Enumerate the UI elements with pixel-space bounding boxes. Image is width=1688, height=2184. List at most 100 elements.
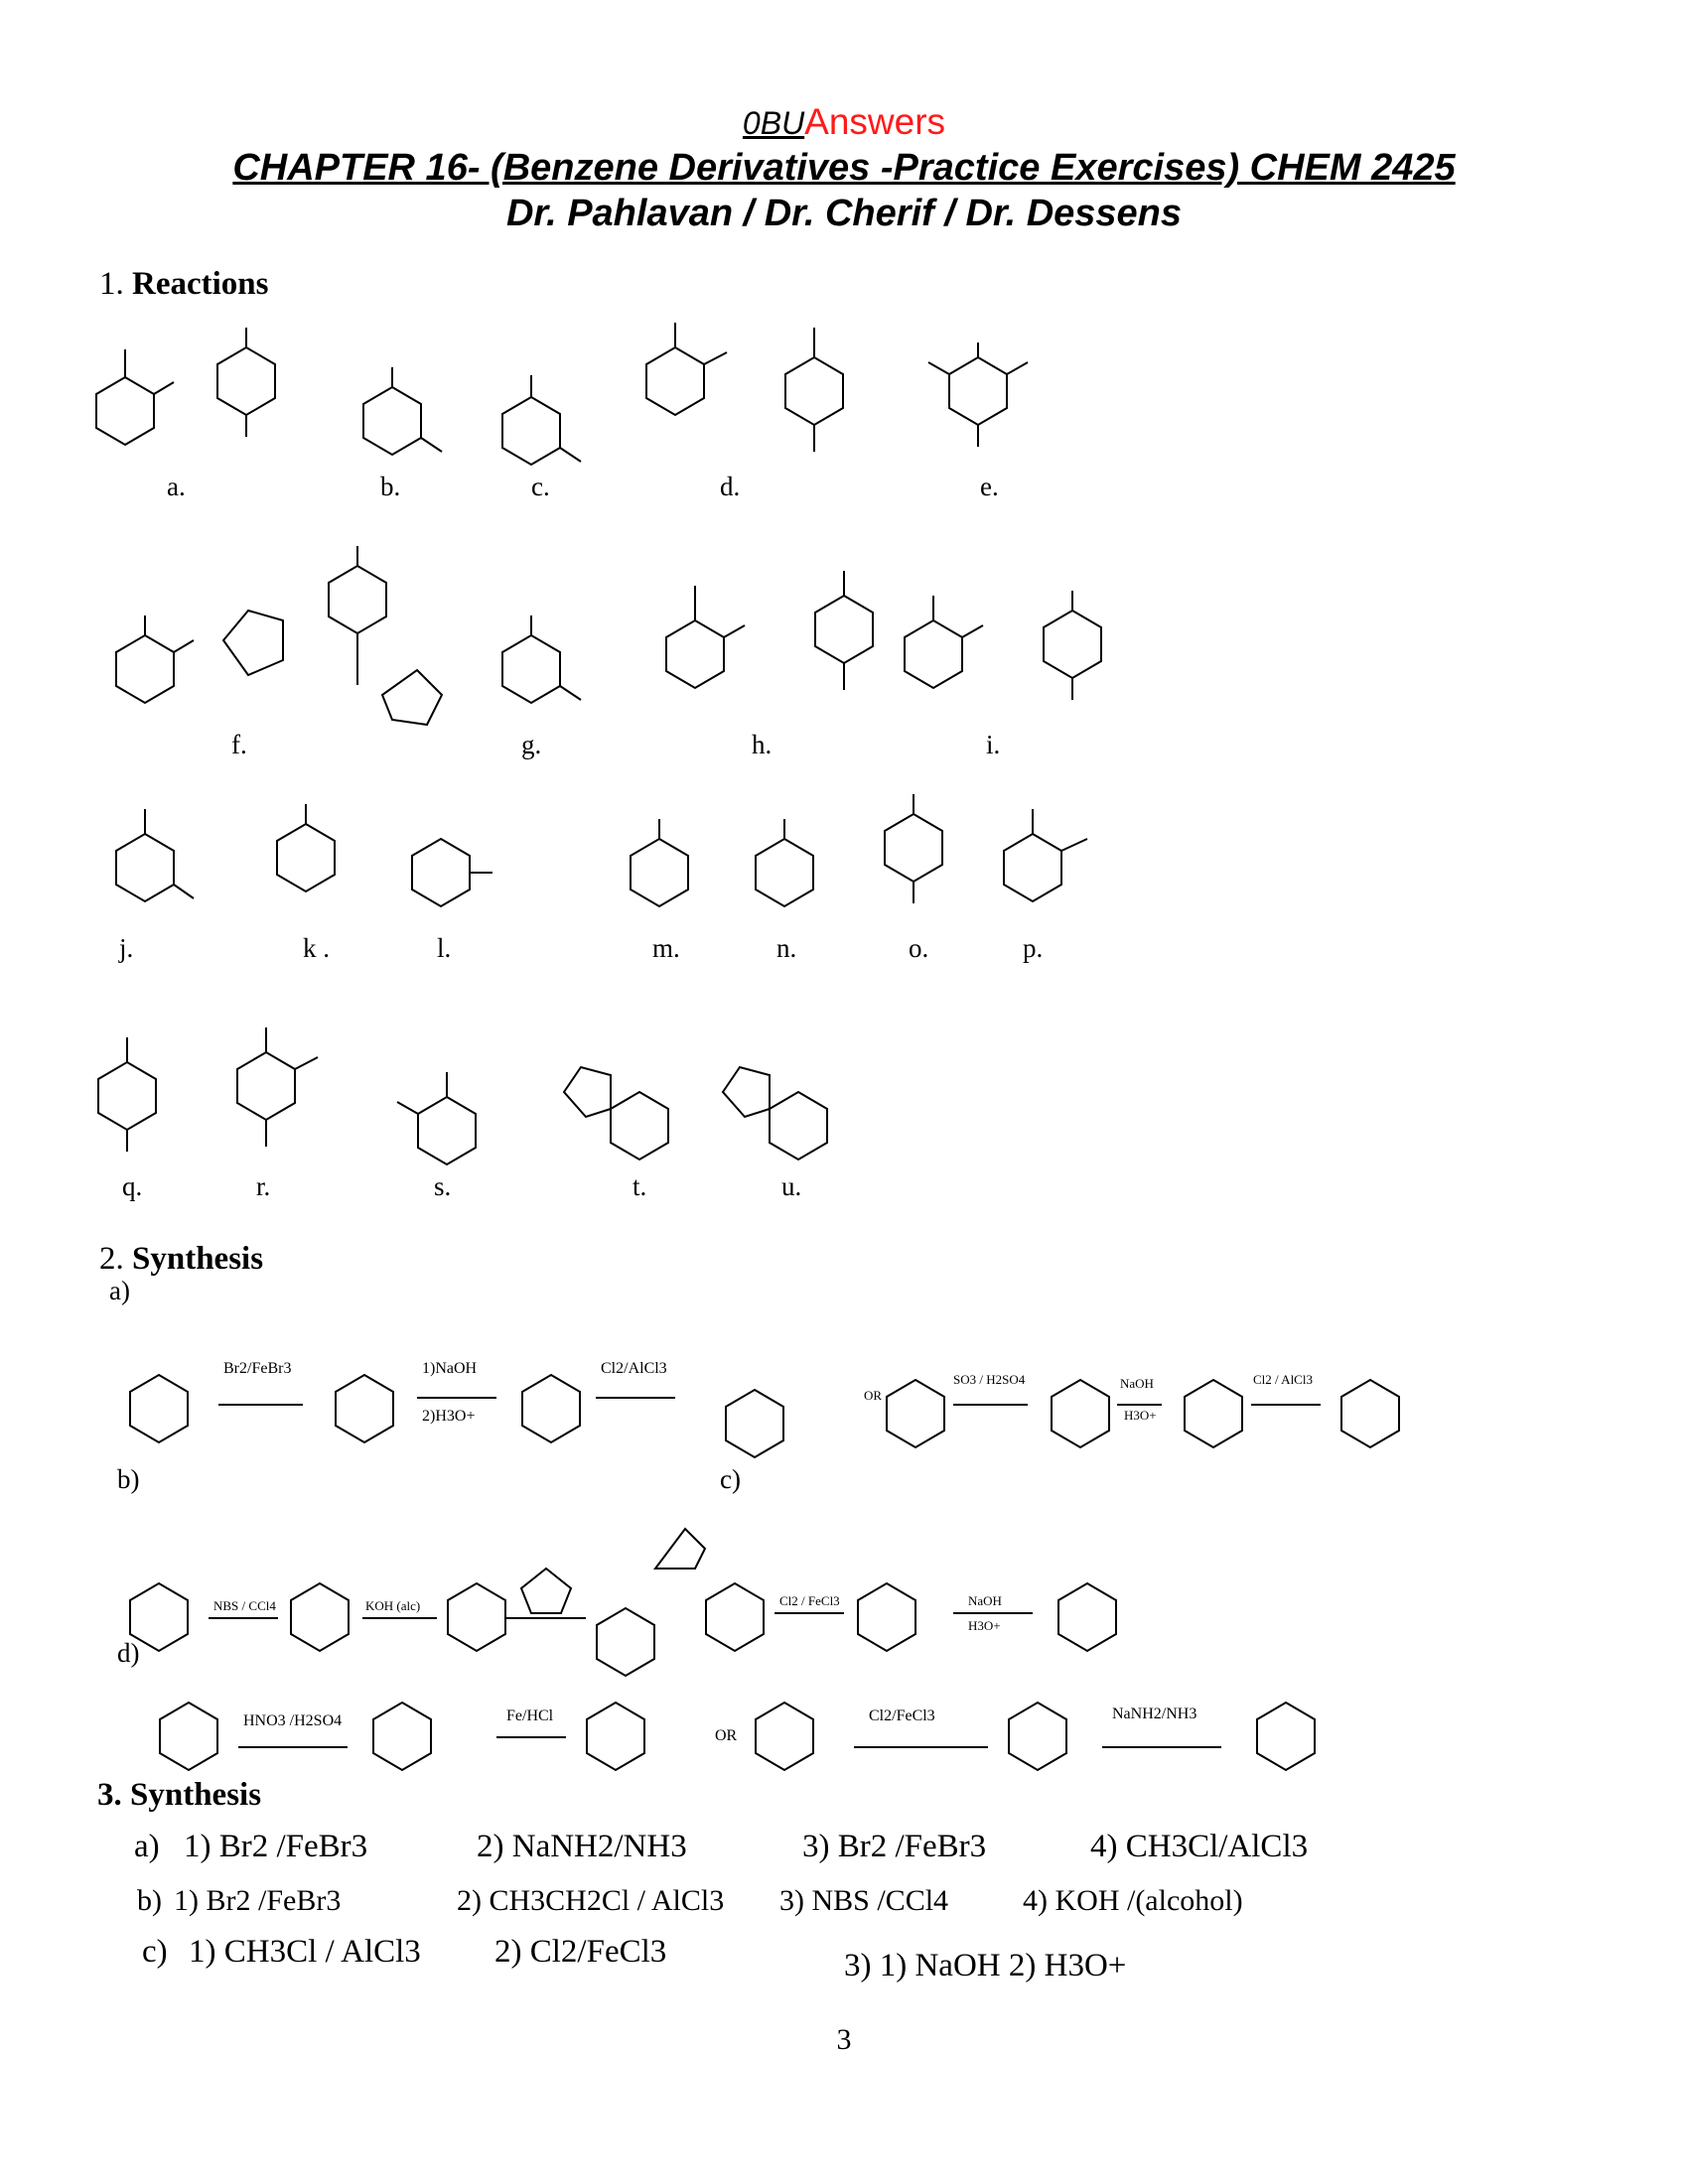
item-label-h: h. bbox=[752, 730, 773, 759]
benzene-ring bbox=[236, 1050, 296, 1122]
cyclopentane-ring bbox=[221, 609, 284, 677]
item-label-d: d. bbox=[720, 472, 741, 501]
benzene-ring bbox=[417, 1095, 477, 1166]
source-line: 0BUAnswers bbox=[0, 101, 1688, 144]
synthesis-b-step-4: 4) KOH /(alcohol) bbox=[1023, 1884, 1243, 1917]
benzene-ring bbox=[1184, 1378, 1243, 1449]
cyclopentane-ring bbox=[721, 1065, 771, 1119]
benzene-ring bbox=[362, 385, 422, 457]
part-label-c: c) bbox=[720, 1464, 741, 1494]
benzene-ring bbox=[1057, 1581, 1117, 1653]
benzene-ring bbox=[904, 618, 963, 690]
benzene-ring bbox=[755, 837, 814, 908]
part-label-b: b) bbox=[117, 1464, 140, 1494]
item-label-o: o. bbox=[909, 933, 929, 963]
cyclopentane-ring bbox=[380, 668, 444, 727]
item-label-u: u. bbox=[781, 1171, 802, 1201]
benzene-ring bbox=[411, 837, 471, 908]
item-label-c: c. bbox=[531, 472, 550, 501]
benzene-ring bbox=[501, 633, 561, 705]
synthesis-c-step-2: 2) Cl2/FeCl3 bbox=[494, 1934, 667, 1970]
bicyclic-ring bbox=[653, 1527, 707, 1570]
benzene-ring bbox=[1043, 609, 1102, 680]
reagent-d1: HNO3 /H2SO4 bbox=[243, 1712, 343, 1729]
page-title: CHAPTER 16- (Benzene Derivatives -Practi… bbox=[232, 147, 1456, 189]
synthesis-a-step-2: 2) NaNH2/NH3 bbox=[477, 1829, 687, 1864]
benzene-ring bbox=[755, 1701, 814, 1772]
item-label-l: l. bbox=[437, 933, 452, 963]
benzene-ring bbox=[335, 1373, 394, 1444]
benzene-ring bbox=[1051, 1378, 1110, 1449]
page-authors: Dr. Pahlavan / Dr. Cherif / Dr. Dessens bbox=[505, 193, 1183, 234]
benzene-ring bbox=[784, 355, 844, 427]
or-label-d: OR bbox=[715, 1727, 738, 1744]
benzene-ring bbox=[1008, 1701, 1067, 1772]
benzene-ring bbox=[129, 1581, 189, 1653]
reagent-b2: KOH (alc) bbox=[365, 1598, 421, 1613]
section3-heading: 3. Synthesis bbox=[97, 1777, 262, 1813]
synthesis-b-step-2: 2) CH3CH2Cl / AlCl3 bbox=[457, 1884, 725, 1917]
benzene-ring bbox=[665, 618, 725, 690]
synthesis-b-step-1: 1) Br2 /FeBr3 bbox=[174, 1884, 342, 1917]
benzene-ring bbox=[596, 1606, 655, 1678]
item-label-f: f. bbox=[231, 730, 247, 759]
or-label-a: OR bbox=[864, 1388, 883, 1403]
source-prefix: 0BU bbox=[742, 105, 805, 141]
synthesis-b-step-3: 3) NBS /CCl4 bbox=[779, 1884, 949, 1917]
reagent-a5: SO3 / H2SO4 bbox=[953, 1372, 1026, 1387]
item-label-r: r. bbox=[256, 1171, 271, 1201]
item-label-t: t. bbox=[633, 1171, 647, 1201]
benzene-ring bbox=[857, 1581, 916, 1653]
synthesis-a-step-1: 1) Br2 /FeBr3 bbox=[184, 1829, 368, 1864]
benzene-ring bbox=[521, 1373, 581, 1444]
benzene-ring bbox=[159, 1701, 218, 1772]
page-number: 3 bbox=[836, 2023, 852, 2056]
reagent-c3: H3O+ bbox=[968, 1618, 1001, 1633]
source-name: Answers bbox=[804, 101, 946, 142]
reagent-a4: Cl2/AlCl3 bbox=[601, 1360, 667, 1377]
benzene-ring bbox=[645, 345, 705, 417]
item-label-g: g. bbox=[521, 730, 542, 759]
synthesis-label-b: b) bbox=[137, 1884, 162, 1917]
section2-heading: 2. Synthesis bbox=[99, 1241, 264, 1277]
reagent-d2: Fe/HCl bbox=[506, 1707, 554, 1724]
cyclopentane-ring bbox=[562, 1065, 612, 1119]
cyclohexadiene-ring bbox=[769, 1090, 828, 1161]
benzene-ring bbox=[372, 1701, 432, 1772]
benzene-ring bbox=[705, 1581, 765, 1653]
synthesis-a-step-3: 3) Br2 /FeBr3 bbox=[802, 1829, 987, 1864]
benzene-ring bbox=[1003, 832, 1062, 903]
synthesis-c-step-1: 1) CH3Cl / AlCl3 bbox=[189, 1934, 421, 1970]
benzene-ring bbox=[95, 375, 155, 447]
benzene-ring bbox=[115, 832, 175, 903]
benzene-ring bbox=[884, 812, 943, 884]
synthesis-label-a: a) bbox=[134, 1829, 160, 1864]
item-label-j: j. bbox=[119, 933, 134, 963]
item-label-q: q. bbox=[122, 1171, 143, 1201]
reagent-d3: Cl2/FeCl3 bbox=[869, 1707, 935, 1724]
item-label-n: n. bbox=[776, 933, 797, 963]
synthesis-a-step-4: 4) CH3Cl/AlCl3 bbox=[1090, 1829, 1309, 1864]
benzene-ring bbox=[1340, 1378, 1400, 1449]
reagent-a2: 1)NaOH bbox=[422, 1360, 478, 1377]
benzene-ring bbox=[216, 345, 276, 417]
furan-ring bbox=[519, 1567, 573, 1614]
item-label-e: e. bbox=[980, 472, 999, 501]
benzene-ring bbox=[725, 1388, 784, 1459]
benzene-ring bbox=[276, 822, 336, 893]
item-label-k: k . bbox=[303, 933, 330, 963]
benzene-ring bbox=[129, 1373, 189, 1444]
reagent-a6: NaOH bbox=[1120, 1376, 1154, 1391]
part-label-d: d) bbox=[117, 1638, 140, 1668]
item-label-m: m. bbox=[652, 933, 680, 963]
benzene-ring bbox=[447, 1581, 506, 1653]
reagent-a3: 2)H3O+ bbox=[422, 1408, 476, 1425]
reagent-c1: Cl2 / FeCl3 bbox=[779, 1593, 840, 1608]
benzene-ring bbox=[328, 564, 387, 635]
benzene-ring bbox=[586, 1701, 645, 1772]
benzene-ring bbox=[501, 395, 561, 467]
benzene-ring bbox=[610, 1090, 669, 1161]
synthesis-c-step-3: 3) 1) NaOH 2) H3O+ bbox=[844, 1948, 1127, 1983]
benzene-ring bbox=[290, 1581, 350, 1653]
